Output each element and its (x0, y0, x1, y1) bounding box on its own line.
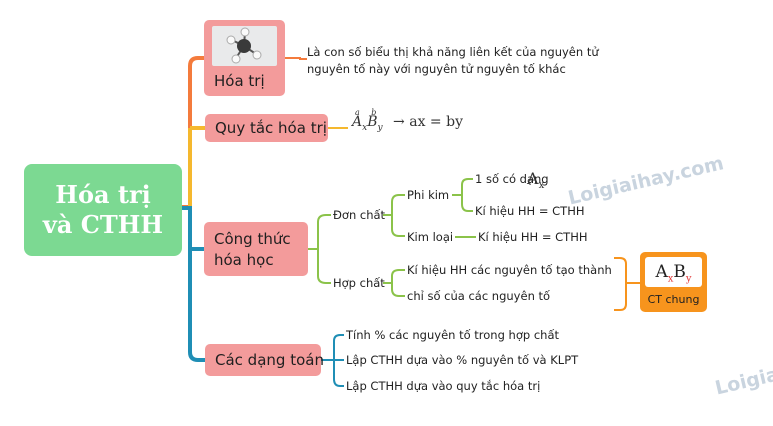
connector-hop-chat (383, 269, 405, 297)
node-cac-dang-toan: Các dạng toán (205, 344, 324, 376)
hoa-tri-definition: Là con số biểu thị khả năng liên kết của… (307, 44, 599, 78)
connector-dang-toan (188, 249, 205, 362)
node-hoa-tri: Hóa trị (204, 20, 285, 96)
ax-x: x (538, 180, 545, 192)
label-hop-chat: Hợp chất (333, 276, 385, 290)
node-cong-thuc-hoa-hoc: Công thức hóa học (204, 222, 308, 276)
label-phi-kim: Phi kim (407, 188, 450, 202)
formula-A: A (352, 114, 363, 130)
dang-toan-item-1: Tính % các nguyên tố trong hợp chất (346, 328, 559, 342)
connector-definition (285, 57, 307, 60)
ct-chung-label: CT chung (647, 293, 700, 306)
formula-a: a (355, 108, 360, 117)
root-title-line1: Hóa trị (55, 180, 151, 209)
connector-hoa-tri (182, 56, 204, 209)
formula-Ax: Ax (527, 169, 544, 191)
cong-thuc-line2: hóa học (214, 251, 274, 269)
root-node: Hóa trị và CTHH (24, 164, 182, 256)
formula-x: x (362, 122, 368, 133)
connector-phi-kim (452, 178, 473, 212)
definition-line2: nguyên tố này với nguyên tử nguyên tố kh… (307, 62, 566, 76)
ct-y: y (685, 273, 692, 285)
molecule-icon (226, 27, 262, 64)
definition-line1: Là con số biểu thị khả năng liên kết của… (307, 45, 599, 59)
ct-chung-box: AxBy CT chung (640, 252, 707, 312)
label-ki-hieu-kim-loai: Kí hiệu HH = CTHH (478, 230, 588, 244)
connector-ct-bracket (308, 214, 331, 284)
connector-cong-thuc (182, 206, 204, 251)
molecule-image (212, 26, 277, 66)
ct-chung-formula: AxBy (645, 257, 702, 287)
ct-x: x (667, 273, 674, 285)
formula-b: b (371, 108, 377, 117)
node-hoa-tri-label: Hóa trị (214, 72, 265, 90)
formula-B: B (367, 114, 378, 130)
label-kim-loai: Kim loại (407, 230, 454, 244)
connector-ct-chung (614, 257, 640, 311)
formula-y: y (377, 122, 383, 133)
cong-thuc-line1: Công thức (214, 230, 291, 248)
connector-don-chat (383, 194, 405, 237)
ax-A: A (527, 169, 539, 188)
ct-A: A (655, 262, 668, 282)
dang-toan-item-3: Lập CTHH dựa vào quy tắc hóa trị (346, 379, 541, 393)
label-ki-hieu-phi-kim: Kí hiệu HH = CTHH (475, 204, 585, 218)
label-hop-chat-item1: Kí hiệu HH các nguyên tố tạo thành (407, 263, 612, 277)
node-dang-toan-label: Các dạng toán (215, 351, 324, 369)
node-quy-tac-label: Quy tắc hóa trị (215, 119, 327, 137)
connector-dang-toan-items (321, 334, 344, 387)
ct-B: B (673, 262, 686, 282)
formula-rest: → ax = by (393, 114, 463, 130)
node-cong-thuc-label: Công thức hóa học (214, 229, 291, 271)
dang-toan-item-2: Lập CTHH dựa vào % nguyên tố và KLPT (346, 353, 579, 367)
label-mot-so-co-dang: 1 số có dạng (475, 172, 549, 186)
label-hop-chat-item2: chỉ số của các nguyên tố (407, 289, 551, 303)
root-title-line2: và CTHH (42, 210, 164, 239)
valence-rule-formula: a Ax b By → ax = by (352, 108, 463, 133)
label-don-chat: Đơn chất (333, 208, 386, 222)
node-quy-tac-hoa-tri: Quy tắc hóa trị (205, 114, 328, 142)
